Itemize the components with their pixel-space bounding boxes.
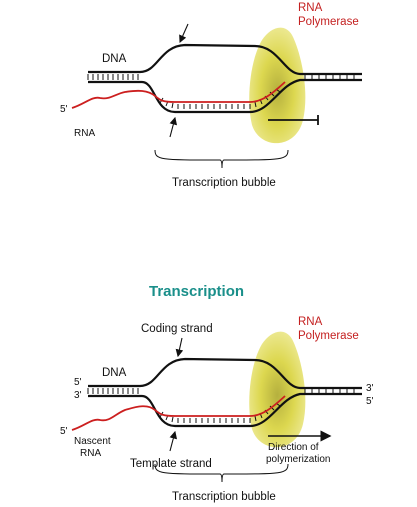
rna-polymerase-label-line1: RNA [298,2,323,14]
rna-label: RNA [74,128,95,139]
duplex-left-ticks [87,388,139,394]
bubble-brace [154,463,289,483]
coding-strand-label: Coding strand [141,323,213,335]
coding-strand-arrow [179,23,189,44]
rna-polymerase-blob [249,331,306,448]
nascent-rna-label-line1: Nascent [74,436,111,447]
rna-polymerase-blob [249,27,306,144]
template-strand [88,392,362,428]
duplex-right-ticks [304,389,355,393]
rna-polymerase-label-line2: Polymerase [298,330,359,342]
bubble-brace [154,149,289,169]
transcription-bubble-label: Transcription bubble [172,177,276,189]
transcription-bubble-label: Transcription bubble [172,491,276,503]
dna-label: DNA [102,367,127,379]
rna-strand [71,81,286,109]
direction-label-line1: Direction of [268,442,319,453]
dna-5prime-label: 5' [74,377,82,388]
rna-polymerase-label-line2: Polymerase [298,16,359,28]
coding-strand [88,43,362,76]
template-strand-arrow [169,430,178,452]
template-strand-label: Template strand [130,458,212,470]
duplex-right-ticks [304,75,355,79]
dna-3prime-label: 3' [74,390,82,401]
rna-polymerase-label-line1: RNA [298,316,323,328]
dna-label: DNA [102,53,127,65]
coding-strand [88,357,362,390]
nascent-rna-label-line2: RNA [80,448,101,459]
top-panel: DNA RNA Polymerase 5' RNA Transcription … [60,2,362,189]
right-3prime-label: 3' [366,383,374,394]
rna-5prime-label: 5' [60,104,68,115]
template-strand [88,78,362,114]
diagram-title: Transcription [149,283,244,300]
rna-5prime-label: 5' [60,426,68,437]
coding-strand-arrow [175,337,184,358]
bottom-panel: Transcription Coding strand DNA 5' 3' RN… [60,283,374,503]
duplex-left-ticks [87,74,139,80]
direction-label-line2: polymerization [266,454,330,465]
template-strand-arrow [169,116,178,138]
nascent-rna-strand [71,395,286,431]
template-ticks [159,402,281,423]
right-5prime-label: 5' [366,396,374,407]
